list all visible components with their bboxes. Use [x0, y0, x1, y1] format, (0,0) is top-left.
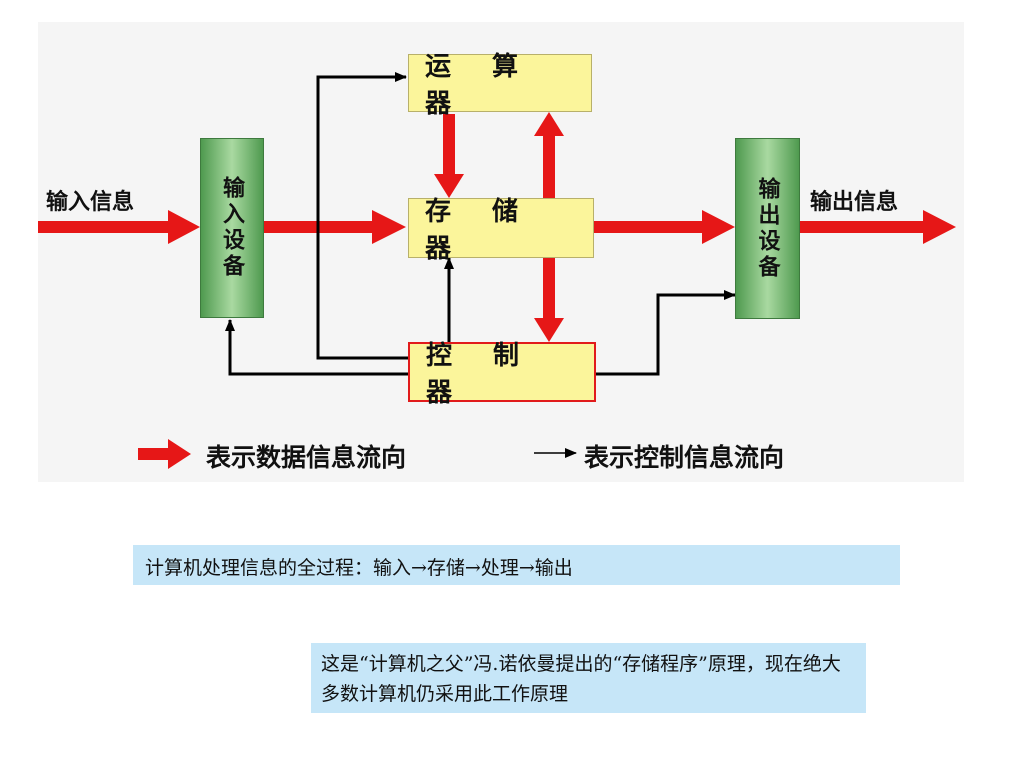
control-to-alu: [316, 72, 408, 360]
alu-box: 运 算 器: [408, 52, 592, 119]
arrow-input-info: [38, 210, 200, 244]
process-note-text: 计算机处理信息的全过程：输入→存储→处理→输出: [145, 557, 573, 579]
arrow-memory-to-alu: [534, 112, 564, 198]
controller-label: 控 制 器: [426, 341, 536, 408]
control-to-input-device: [225, 319, 408, 376]
arrow-output-info: [800, 210, 956, 244]
input-device-label: 输入设备: [219, 176, 245, 280]
control-flow-arrows: [225, 72, 736, 376]
legend-red-arrow: [138, 439, 191, 469]
output-device-box: 输出设备: [735, 138, 800, 319]
connector-layer: [38, 72, 956, 469]
process-note: 计算机处理信息的全过程：输入→存储→处理→输出: [133, 545, 900, 585]
controller-box: 控 制 器: [408, 341, 596, 408]
output-info-label: 输出信息: [810, 189, 899, 215]
legend-control-flow-label: 表示控制信息流向: [584, 443, 785, 472]
data-flow-arrows: [38, 112, 956, 342]
alu-label: 运 算 器: [425, 52, 535, 119]
principle-note: 这是“计算机之父”冯.诺依曼提出的“存储程序”原理，现在绝大多数计算机仍采用此工…: [311, 643, 866, 713]
principle-note-text: 这是“计算机之父”冯.诺依曼提出的“存储程序”原理，现在绝大多数计算机仍采用此工…: [321, 653, 841, 705]
memory-label: 存 储 器: [425, 197, 535, 264]
legend-data-flow-label: 表示数据信息流向: [206, 443, 407, 472]
input-device-box: 输入设备: [200, 138, 264, 318]
arrow-memory-to-output: [594, 210, 735, 244]
control-to-output-device: [596, 290, 736, 376]
arrow-input-to-memory: [264, 210, 406, 244]
output-device-label: 输出设备: [754, 176, 781, 281]
arrow-memory-to-controller: [534, 258, 564, 342]
memory-box: 存 储 器: [408, 197, 594, 264]
arrow-alu-to-memory: [434, 114, 464, 198]
computer-architecture-diagram: 运 算 器 存 储 器 控 制 器 输入设备 输出设备 输入信息 输出信息 表示…: [38, 22, 964, 482]
input-info-label: 输入信息: [46, 189, 135, 215]
